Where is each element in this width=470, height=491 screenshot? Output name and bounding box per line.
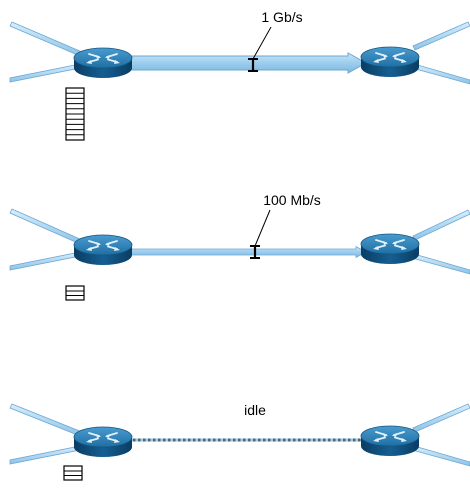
router-left-icon: [73, 47, 133, 79]
left-wires: [9, 403, 83, 465]
link-label: 100 Mb/s: [263, 192, 321, 208]
link-pipe: [127, 245, 367, 259]
queue-buffer: [63, 465, 83, 481]
queue-buffer: [65, 87, 85, 141]
left-wires: [9, 208, 83, 271]
queue-buffer: [65, 285, 85, 301]
row-idle: idle: [9, 402, 470, 481]
router-left-icon: [73, 234, 133, 266]
row-100mbps: 100 Mb/s: [9, 192, 470, 301]
right-wires: [411, 403, 470, 467]
link-label: idle: [244, 402, 266, 418]
router-right-icon: [360, 46, 420, 78]
right-wires: [411, 21, 470, 85]
link-label: 1 Gb/s: [261, 9, 302, 25]
router-right-icon: [360, 425, 420, 457]
router-left-icon: [73, 426, 133, 458]
right-wires: [411, 209, 470, 275]
router-right-icon: [360, 233, 420, 265]
left-wires: [9, 21, 83, 83]
row-1gbps: 1 Gb/s: [9, 9, 470, 141]
link-pipe: [127, 52, 368, 74]
